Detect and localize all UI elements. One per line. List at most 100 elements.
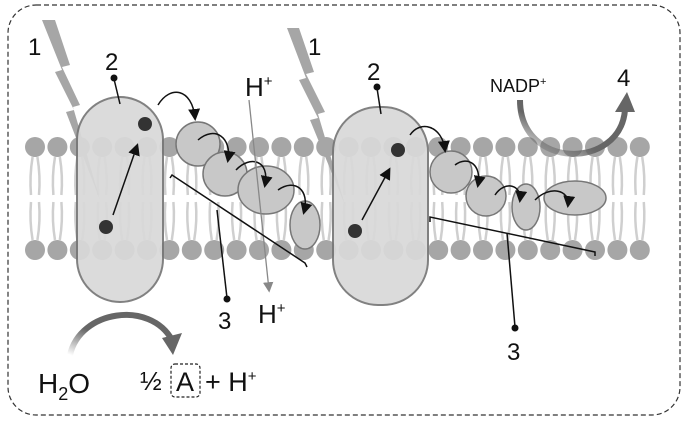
lipid-head	[629, 240, 650, 260]
lipid-tail	[640, 201, 646, 241]
dashed-border	[7, 4, 681, 416]
lipid-tail	[170, 201, 176, 241]
product-a: A	[176, 367, 194, 397]
carrier	[465, 175, 507, 217]
carrier	[543, 180, 607, 216]
product-a-box	[170, 363, 201, 398]
lipid-tail	[36, 201, 41, 241]
lipid-tail	[304, 156, 310, 196]
lipid-head	[316, 240, 337, 260]
lipid-tail	[29, 201, 34, 241]
lipid-head	[25, 240, 45, 260]
lipid-head	[629, 137, 650, 157]
electron-arrow	[112, 143, 140, 216]
photosystem-i	[332, 106, 429, 306]
lipid-head	[159, 137, 180, 157]
lipid-tail	[439, 201, 444, 241]
lipid-head	[517, 137, 538, 157]
lipid-head	[271, 240, 292, 260]
photosystem-ii	[76, 96, 164, 303]
h-plus-bottom: H+	[258, 299, 286, 329]
lipid-tail	[36, 156, 41, 196]
electron-arrow	[361, 167, 391, 221]
lipid-tail	[327, 201, 332, 241]
lipid-tail	[634, 201, 639, 241]
lipid-tail	[618, 201, 624, 241]
lipid-head	[495, 240, 516, 260]
leader-dot	[223, 295, 231, 303]
leader-dot	[373, 83, 381, 91]
lipid-head	[226, 240, 247, 260]
lipid-tail	[298, 156, 303, 196]
reaction-center-dot	[348, 224, 362, 238]
lipid-head	[428, 240, 449, 260]
reaction-center-dot	[391, 143, 405, 157]
arrowhead	[162, 333, 182, 355]
lipid-tail	[461, 201, 467, 241]
lipid-head	[249, 137, 269, 157]
lipid-tail	[454, 201, 460, 241]
label-2-right: 2	[367, 59, 380, 86]
lipid-tail	[320, 201, 326, 241]
lipid-tail	[506, 201, 512, 241]
h-plus-top: H+	[245, 72, 273, 102]
bracket-3-right	[429, 216, 596, 256]
lipid-head	[47, 240, 68, 260]
lipid-tail	[192, 201, 198, 241]
lipid-head	[473, 240, 493, 260]
lipid-head	[204, 240, 225, 260]
lipid-head	[450, 240, 471, 260]
lipid-head	[607, 240, 628, 260]
label-2-left: 2	[105, 49, 118, 76]
lipid-tail	[230, 201, 236, 241]
leader-3-right	[506, 232, 516, 328]
lipid-tail	[163, 201, 169, 241]
lipid-tail	[51, 201, 57, 241]
water-label: H2O	[38, 368, 90, 404]
electron-transport-chain-1	[175, 121, 321, 250]
lipid-tail	[544, 201, 550, 241]
label-4: 4	[617, 65, 630, 92]
lipid-head	[585, 240, 605, 260]
lipid-head	[517, 240, 538, 260]
lipid-head	[271, 137, 292, 157]
lipid-tail	[29, 156, 34, 196]
lipid-tail	[611, 156, 617, 196]
lipid-tail	[640, 156, 646, 196]
lipid-head	[562, 240, 583, 260]
carrier	[175, 121, 221, 167]
lipid-tail	[51, 156, 57, 196]
lipid-head	[25, 137, 45, 157]
lightning-icon-right	[287, 28, 345, 205]
lipid-tail	[618, 156, 624, 196]
reaction-center-dot	[99, 220, 113, 234]
lipid-tail	[163, 156, 169, 196]
leader-dot	[511, 324, 519, 332]
leader-3-left	[216, 209, 228, 299]
half-label: ½	[140, 366, 162, 396]
bracket-3-left	[169, 173, 308, 268]
lipid-tail	[208, 201, 214, 241]
lipid-head	[473, 137, 493, 157]
leader-2-left	[113, 78, 121, 105]
label-3-left: 3	[218, 308, 231, 335]
nadp-label: NADP+	[490, 76, 546, 96]
lipid-tail	[58, 156, 64, 196]
lipid-head	[47, 137, 68, 157]
label-1-left: 1	[28, 34, 41, 61]
arrowhead	[615, 92, 635, 112]
carrier	[511, 183, 541, 231]
lipid-head	[159, 240, 180, 260]
lipid-tail	[506, 156, 512, 196]
lipid-tail	[186, 201, 191, 241]
plus-h-label: + H+	[205, 367, 257, 397]
lipid-head	[540, 240, 561, 260]
lipid-tail	[58, 201, 64, 241]
label-3-right: 3	[507, 339, 520, 366]
nadp-reduction-arrow	[517, 99, 628, 157]
lipid-tail	[432, 201, 438, 241]
lipid-head	[495, 137, 516, 157]
carrier	[237, 165, 295, 215]
reaction-center-dot	[138, 117, 152, 131]
